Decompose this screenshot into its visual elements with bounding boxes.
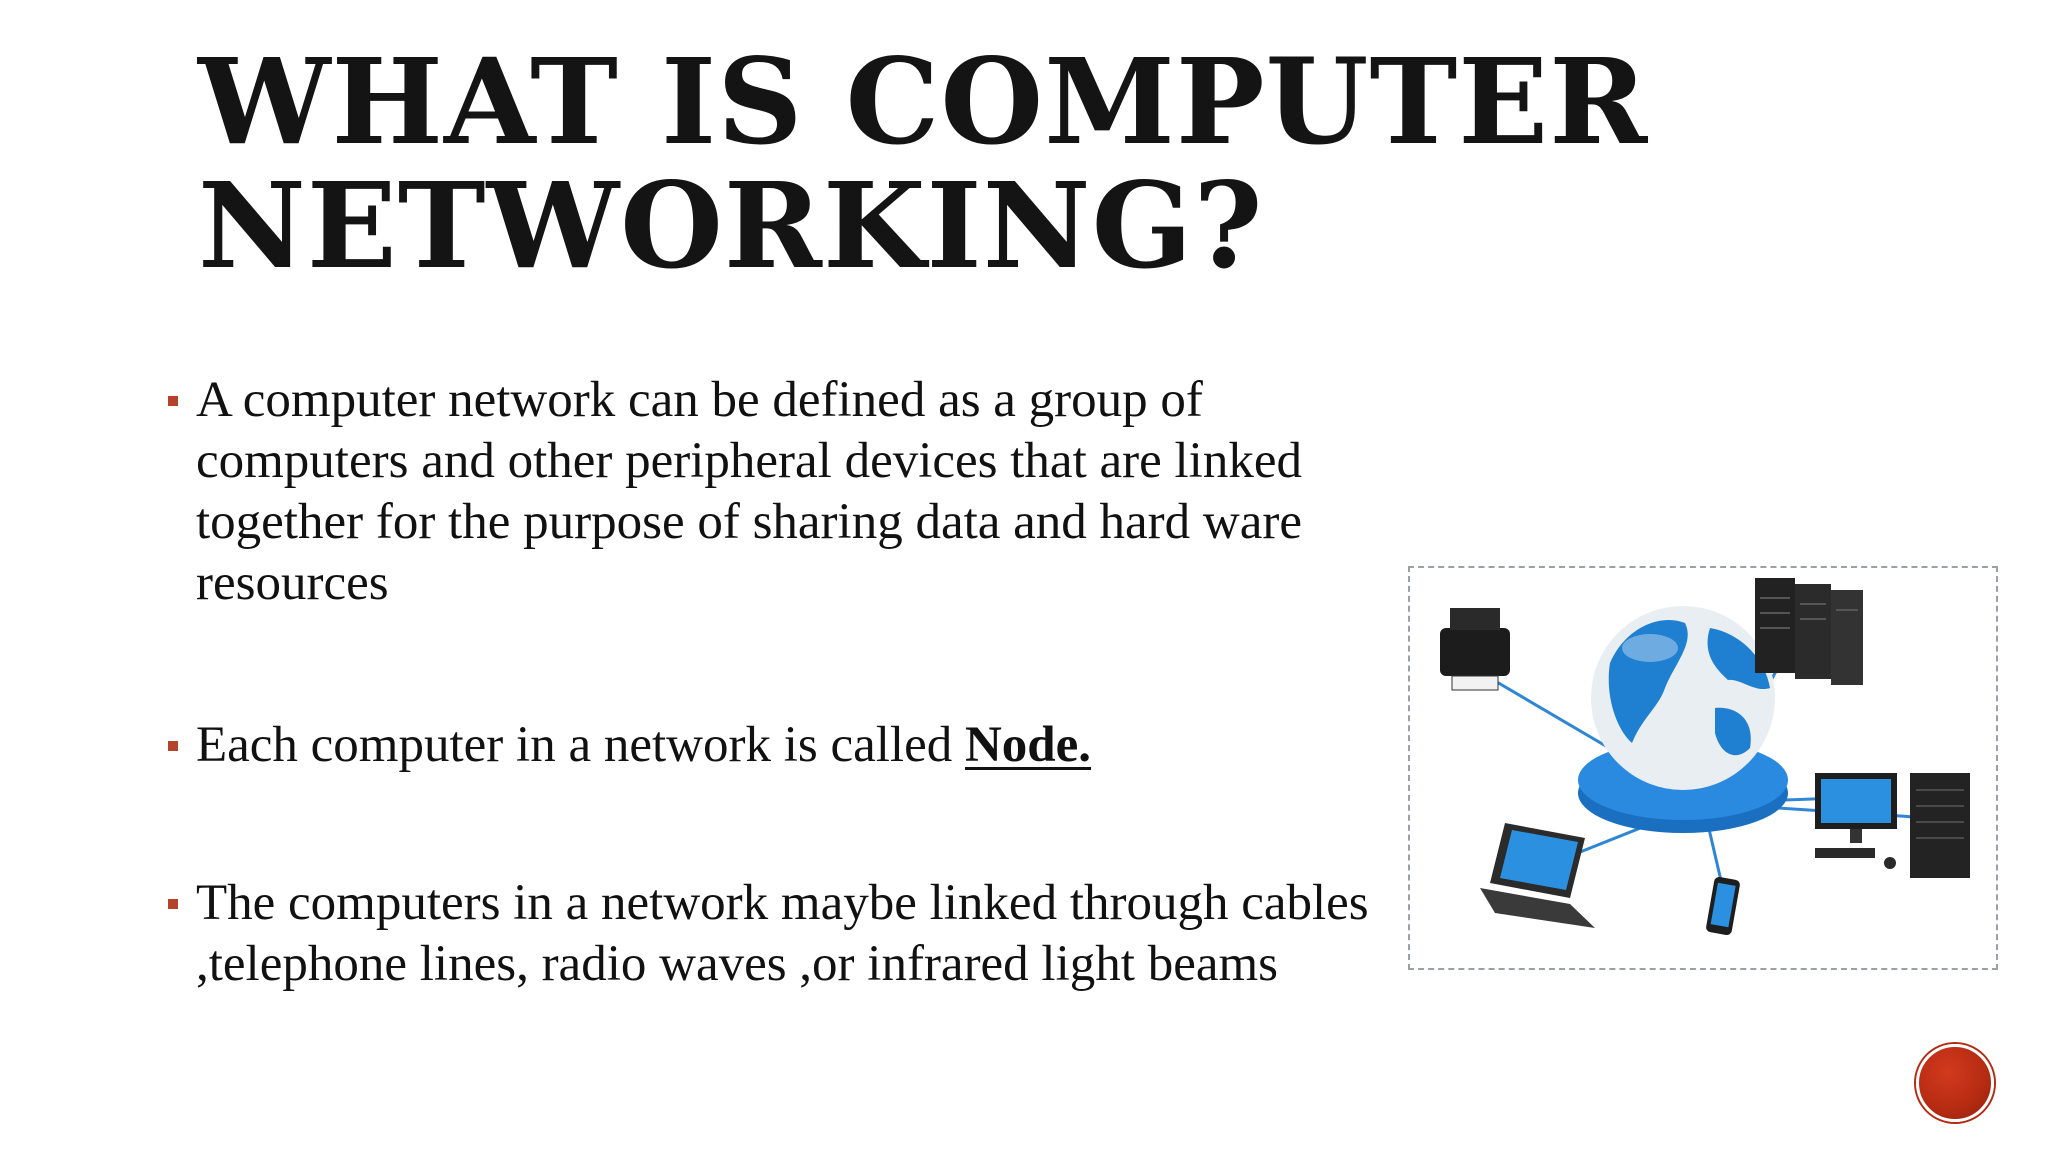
bullet-text-lead: Each computer in a network is called: [196, 717, 965, 773]
globe-continent-africa: [1715, 707, 1751, 756]
slide-nav-button[interactable]: [1916, 1044, 1994, 1122]
bullet-text: Each computer in a network is called Nod…: [196, 715, 1396, 776]
bullet-text: A computer network can be defined as a g…: [196, 372, 1302, 611]
server-rack-icon: [1755, 578, 1863, 685]
bullet-item-definition: A computer network can be defined as a g…: [166, 370, 1396, 614]
globe-highlight: [1622, 634, 1678, 662]
network-illustration: [1408, 566, 1998, 970]
laptop-icon: [1480, 823, 1595, 928]
network-globe-icon: [1440, 578, 1970, 936]
bullet-text: The computers in a network maybe linked …: [196, 875, 1369, 992]
bullet-item-links: The computers in a network maybe linked …: [166, 873, 1396, 995]
bullet-marker-icon: [168, 741, 178, 751]
desktop-monitor-icon: [1815, 773, 1897, 869]
slide-title: WHAT IS COMPUTER NETWORKING?: [198, 32, 1649, 295]
printer-icon: [1440, 608, 1510, 691]
title-line-1: WHAT IS COMPUTER: [198, 32, 1649, 171]
smartphone-icon: [1706, 876, 1740, 936]
globe-continent-americas: [1608, 619, 1688, 743]
bullet-item-node: Each computer in a network is called Nod…: [166, 715, 1396, 776]
tower-server-icon: [1910, 773, 1970, 878]
node-term: Node.: [964, 717, 1092, 773]
bullet-marker-icon: [168, 396, 178, 406]
globe-continent-europe: [1707, 628, 1770, 690]
bullet-marker-icon: [168, 899, 178, 909]
title-line-2: NETWORKING?: [198, 156, 1264, 295]
